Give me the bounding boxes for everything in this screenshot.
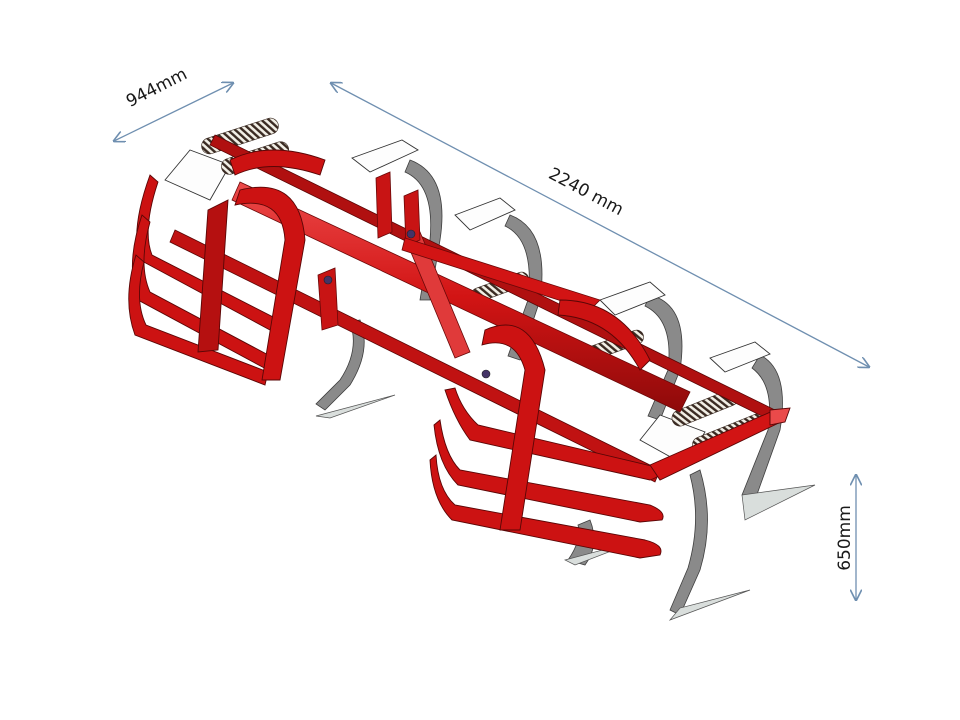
- tine-clamps: [164, 139, 771, 466]
- tine-3: [644, 294, 683, 421]
- tines: [315, 159, 816, 621]
- dimension-lines: [114, 83, 869, 600]
- right-roller-cage: [429, 299, 791, 559]
- hitch-plate-left: [375, 171, 393, 239]
- height-dimension-label: 650mm: [834, 505, 855, 571]
- width-dimension-line: [114, 83, 233, 141]
- tine-4: [741, 354, 816, 521]
- tine-6: [668, 469, 751, 621]
- length-dimension-line: [331, 83, 869, 367]
- main-tube: [231, 181, 691, 413]
- lower-link-bracket: [317, 267, 339, 331]
- left-roller-cage: [128, 149, 326, 386]
- tine-2: [504, 214, 543, 361]
